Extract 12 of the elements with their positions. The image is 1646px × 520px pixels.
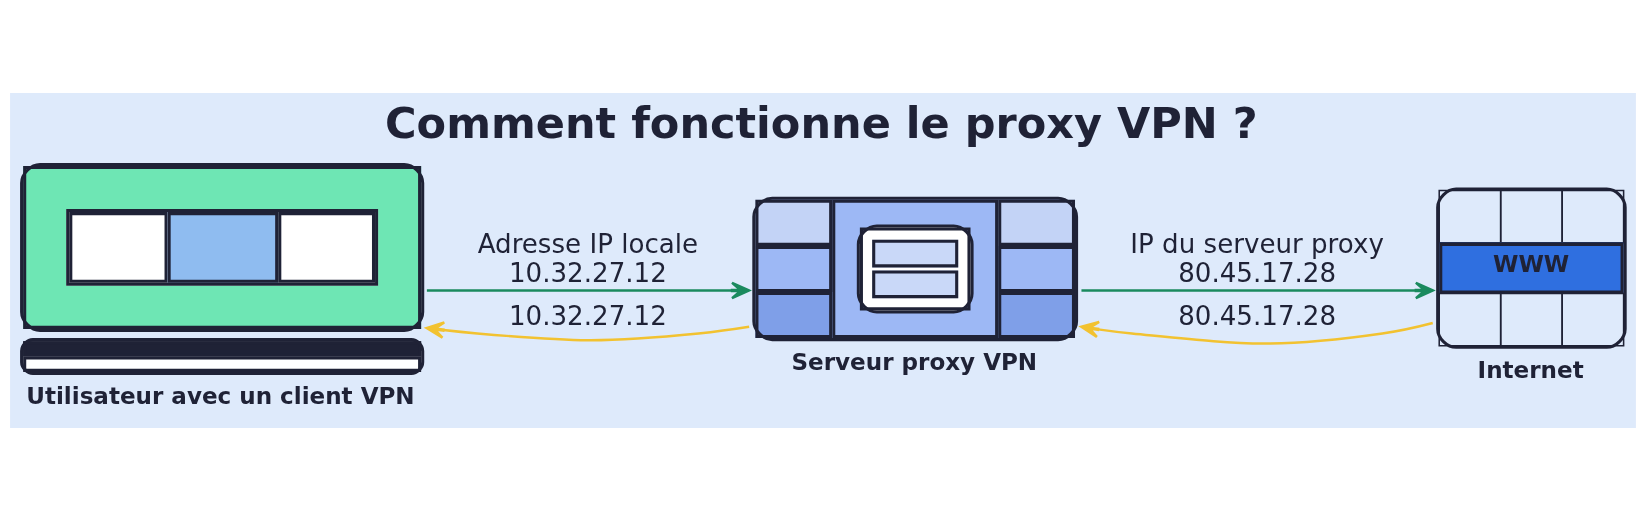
edge-label: 10.32.27.12 [508,300,667,331]
diagram-title: Comment fonctionne le proxy VPN ? [385,97,1258,148]
arrow [1080,320,1434,345]
edge-label: 80.45.17.28 [1178,300,1337,331]
node-label: Internet [1477,356,1584,383]
arrow [425,320,750,341]
arrow [426,281,751,299]
node-label: Utilisateur avec un client VPN [26,382,415,409]
edge-label: IP du serveur proxy 80.45.17.28 [1130,228,1384,288]
edge-label: Adresse IP locale 10.32.27.12 [477,228,699,288]
arrow [1081,281,1434,299]
node-label: Serveur proxy VPN [791,348,1038,375]
